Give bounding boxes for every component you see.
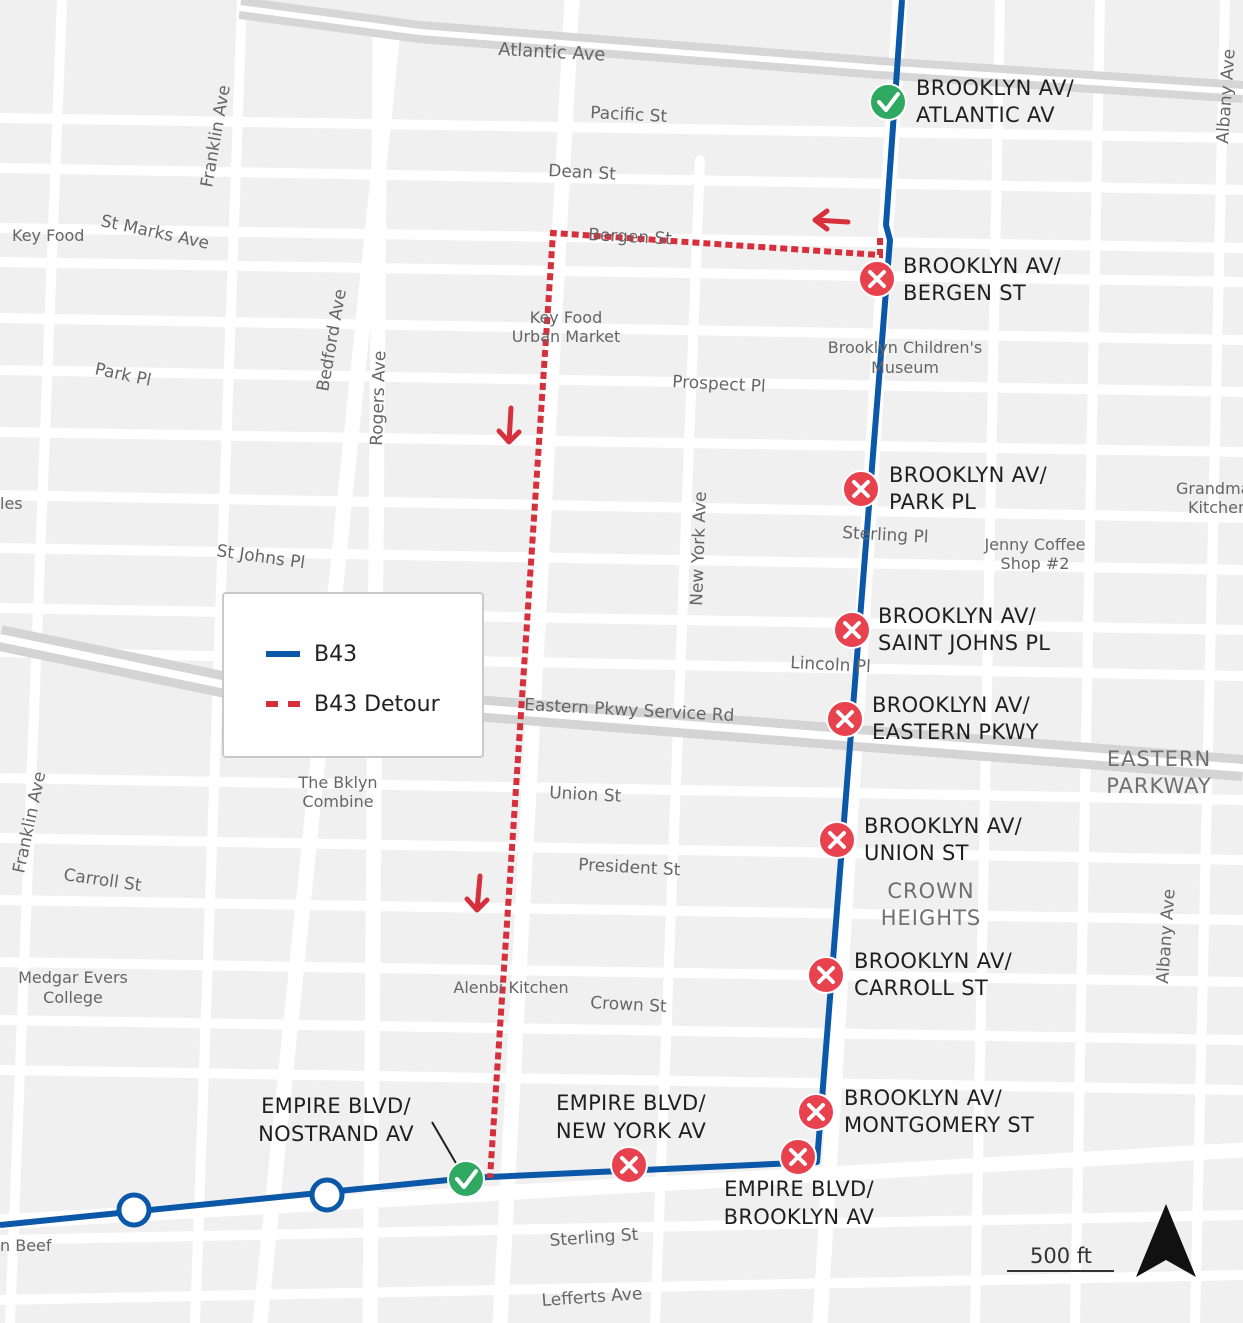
poi-key-food-urban-line2: Urban Market: [512, 327, 620, 346]
street-label-dean: Dean St: [548, 161, 617, 185]
stop-label-empire-nostrand-line1: EMPIRE BLVD/: [261, 1094, 411, 1118]
x-circle-icon[interactable]: [833, 611, 871, 649]
legend-item-route: B43: [266, 639, 357, 669]
x-circle-icon[interactable]: [807, 956, 845, 994]
street-label-prospect-pl: Prospect Pl: [672, 372, 766, 397]
poi-childrens-museum-line2: Museum: [871, 358, 939, 377]
poi-bklyn-combine-line2: Combine: [302, 792, 373, 811]
scale-bar-label: 500 ft: [1030, 1244, 1092, 1268]
street-label-sterling-pl: Sterling Pl: [842, 523, 929, 547]
b43-detour-line: [487, 229, 883, 1179]
poi-grandma-line2: Kitchen: [1188, 498, 1243, 517]
stop-label-eastern-pkwy-line2: EASTERN PKWY: [872, 720, 1039, 744]
open-circle-icon[interactable]: [309, 1177, 345, 1213]
x-circle-icon[interactable]: [858, 260, 896, 298]
stop-label-bergen-line2: BERGEN ST: [903, 281, 1026, 305]
poi-labels: Key Food Key Food Urban Market Brooklyn …: [0, 226, 1243, 1255]
stop-label-st-johns-line2: SAINT JOHNS PL: [878, 631, 1050, 655]
stop-label-bergen-line1: BROOKLYN AV/: [903, 254, 1062, 278]
district-crown-heights-line1: CROWN: [887, 879, 974, 903]
x-circle-icon[interactable]: [826, 700, 864, 738]
stop-label-park-line2: PARK PL: [889, 490, 976, 514]
stop-label-park-line1: BROOKLYN AV/: [889, 463, 1048, 487]
stop-label-atlantic-line2: ATLANTIC AV: [916, 103, 1055, 127]
stop-labels: BROOKLYN AV/ ATLANTIC AV BROOKLYN AV/ BE…: [258, 76, 1075, 1229]
poi-grandma-line1: Grandma: [1176, 479, 1243, 498]
street-label-crown: Crown St: [590, 993, 668, 1017]
poi-les: les: [0, 494, 23, 513]
stop-label-union-line1: BROOKLYN AV/: [864, 814, 1023, 838]
poi-medgar-line2: College: [43, 988, 103, 1007]
stop-markers: [116, 83, 907, 1228]
poi-jenny-line1: Jenny Coffee: [983, 535, 1085, 554]
stop-label-union-line2: UNION ST: [864, 841, 969, 865]
district-eastern-parkway-line1: EASTERN: [1107, 747, 1211, 771]
scale-bar: 500 ft: [1007, 1244, 1114, 1272]
stop-label-empire-new-york-line2: NEW YORK AV: [556, 1119, 707, 1143]
arrow-icon: [812, 208, 851, 232]
x-circle-icon[interactable]: [779, 1138, 817, 1176]
check-circle-icon[interactable]: [447, 1160, 485, 1198]
legend-item-detour: B43 Detour: [266, 689, 440, 719]
x-circle-icon[interactable]: [818, 821, 856, 859]
route-line-swatch: [266, 651, 300, 657]
district-crown-heights-line2: HEIGHTS: [881, 906, 981, 930]
legend-label-route: B43: [314, 641, 358, 667]
poi-childrens-museum-line1: Brooklyn Children's: [828, 338, 983, 357]
stop-leader-line: [431, 1121, 458, 1166]
open-circle-icon[interactable]: [116, 1192, 152, 1228]
stop-label-st-johns-line1: BROOKLYN AV/: [878, 604, 1037, 628]
poi-medgar-line1: Medgar Evers: [18, 968, 128, 987]
district-labels: CROWN HEIGHTS EASTERN PARKWAY: [881, 747, 1211, 930]
stop-label-montgomery-line1: BROOKLYN AV/: [844, 1086, 1003, 1110]
poi-bklyn-combine-line1: The Bklyn: [297, 773, 377, 792]
legend-label-detour: B43 Detour: [314, 691, 440, 717]
street-label-lincoln-pl: Lincoln Pl: [790, 653, 872, 677]
arrow-icon: [496, 405, 522, 445]
poi-jenny-line2: Shop #2: [1001, 554, 1070, 573]
street-label-bergen: Bergen St: [588, 225, 673, 249]
stop-label-atlantic-line1: BROOKLYN AV/: [916, 76, 1075, 100]
stop-label-carroll-line1: BROOKLYN AV/: [854, 949, 1013, 973]
detour-line-swatch: [266, 701, 300, 707]
poi-key-food: Key Food: [12, 226, 84, 245]
district-eastern-parkway-line2: PARKWAY: [1106, 774, 1211, 798]
poi-alenbi: Alenbi Kitchen: [453, 978, 568, 997]
poi-key-food-urban-line1: Key Food: [530, 308, 602, 327]
street-label-new-york: New York Ave: [687, 491, 711, 606]
map-legend: B43 B43 Detour: [222, 592, 484, 758]
street-label-union: Union St: [549, 783, 622, 807]
stop-label-empire-new-york-line1: EMPIRE BLVD/: [556, 1091, 706, 1115]
check-circle-icon[interactable]: [869, 83, 907, 121]
street-label-rogers: Rogers Ave: [367, 350, 390, 446]
stop-label-empire-brooklyn-line1: EMPIRE BLVD/: [724, 1177, 874, 1201]
stop-label-montgomery-line2: MONTGOMERY ST: [844, 1113, 1034, 1137]
stop-label-carroll-line2: CARROLL ST: [854, 976, 988, 1000]
x-circle-icon[interactable]: [842, 470, 880, 508]
stop-label-empire-nostrand-line2: NOSTRAND AV: [258, 1122, 414, 1146]
street-label-pacific: Pacific St: [590, 103, 668, 127]
x-circle-icon[interactable]: [610, 1146, 648, 1184]
north-arrow-icon: [1136, 1204, 1196, 1277]
arrow-icon: [464, 873, 490, 913]
stop-label-eastern-pkwy-line1: BROOKLYN AV/: [872, 693, 1031, 717]
x-circle-icon[interactable]: [797, 1093, 835, 1131]
b43-route-line: [0, 0, 905, 1228]
poi-beef: n Beef: [0, 1236, 52, 1255]
stop-label-empire-brooklyn-line2: BROOKLYN AV: [724, 1205, 875, 1229]
